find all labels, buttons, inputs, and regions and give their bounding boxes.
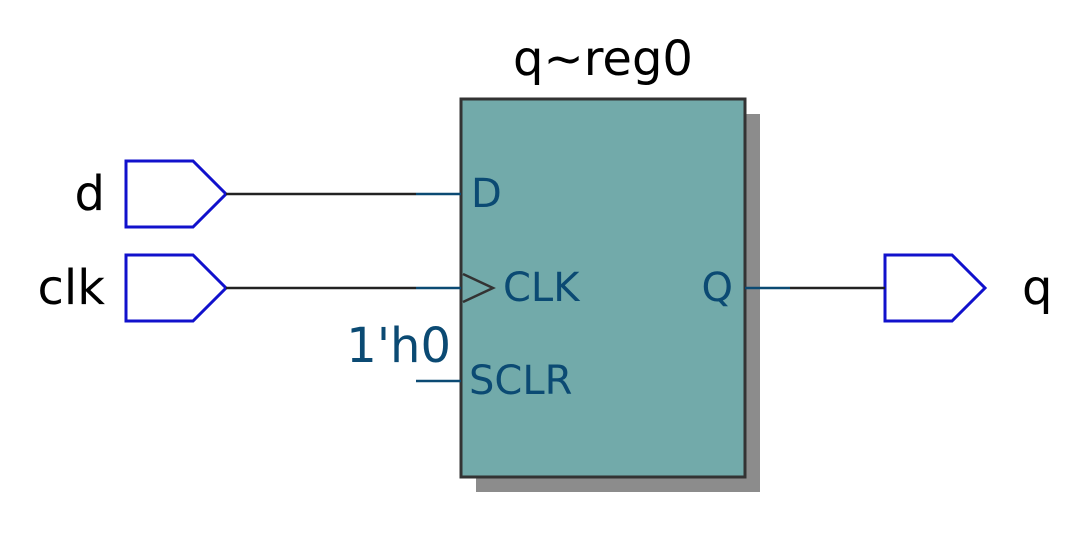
input-pin-clk[interactable] <box>124 253 229 323</box>
register-block[interactable] <box>459 97 747 479</box>
clock-edge-icon <box>462 272 496 304</box>
port-label-q: Q <box>702 265 733 311</box>
input-pin-d[interactable] <box>124 159 229 229</box>
output-label-q: q <box>1022 260 1052 316</box>
port-label-d: D <box>471 171 502 217</box>
input-label-d: d <box>75 166 105 222</box>
port-label-sclr: SCLR <box>469 358 572 404</box>
output-pin-q[interactable] <box>883 253 988 323</box>
register-name: q~reg0 <box>513 31 693 87</box>
sclr-constant: 1'h0 <box>346 318 451 374</box>
port-label-clk: CLK <box>503 265 581 311</box>
input-label-clk: clk <box>37 260 105 316</box>
